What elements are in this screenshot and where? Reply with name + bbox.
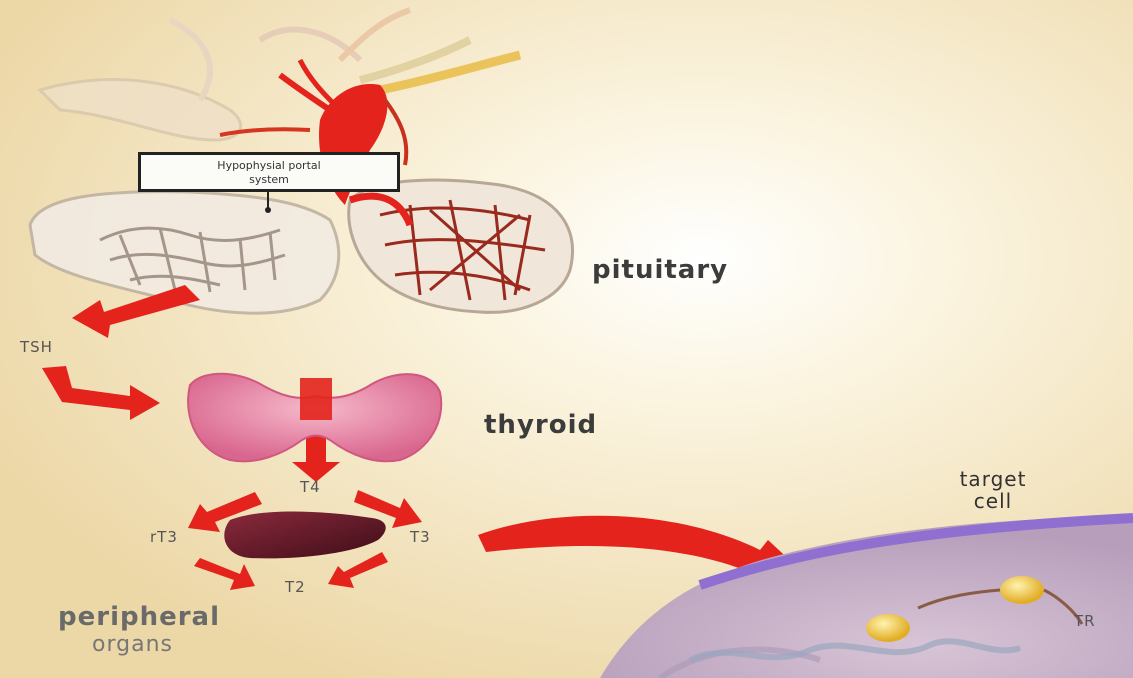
tr-label: TR — [1074, 612, 1096, 630]
receptor-left — [866, 614, 910, 642]
rt3-label: rT3 — [150, 528, 178, 546]
peripheral-label: peripheral — [58, 602, 220, 632]
target-label: target — [918, 468, 1068, 490]
tsh-label: TSH — [20, 338, 53, 356]
t2-label: T2 — [285, 578, 306, 596]
t3-label: T3 — [410, 528, 431, 546]
hypophyseal-line-1: Hypophysial portal — [141, 159, 397, 173]
thyroid-label: thyroid — [484, 410, 597, 440]
receptor-right — [1000, 576, 1044, 604]
hypophyseal-portal-label-box: Hypophysial portal system — [138, 152, 400, 192]
hypophyseal-line-2: system — [141, 173, 397, 187]
cell-label: cell — [918, 490, 1068, 512]
organs-label: organs — [92, 632, 173, 657]
pituitary-label: pituitary — [592, 255, 728, 285]
t4-label: T4 — [300, 478, 321, 496]
target-cell-label: target cell — [918, 468, 1068, 512]
